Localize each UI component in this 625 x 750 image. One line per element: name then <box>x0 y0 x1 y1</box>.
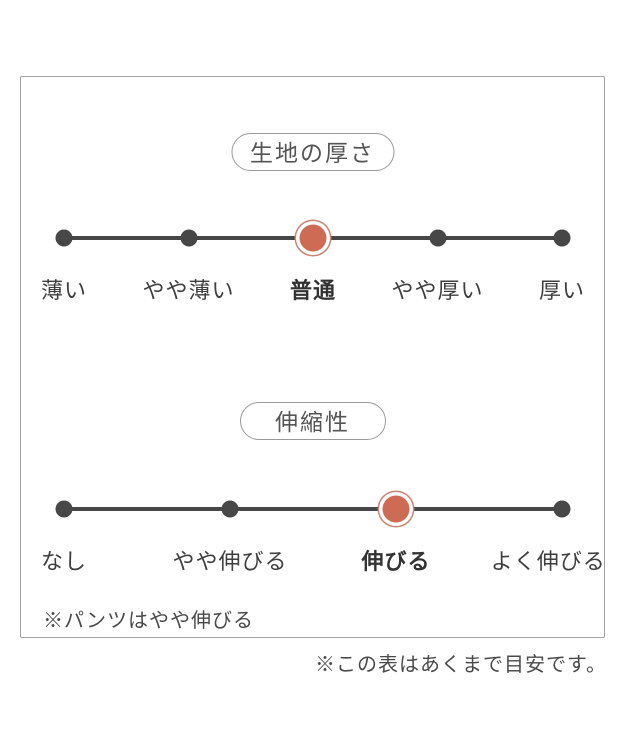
scale-track-fabric-thickness <box>55 224 571 252</box>
scale-label-no-stretch: なし <box>40 549 88 574</box>
scale-dot <box>553 229 571 247</box>
scale-label-normal-selected: 普通 <box>289 278 337 303</box>
selected-marker-dot <box>382 495 410 523</box>
scale-dot <box>553 500 571 518</box>
scale-labels-fabric-thickness: 薄い やや薄い 普通 やや厚い 厚い <box>41 273 584 303</box>
selected-marker-dot <box>299 224 327 252</box>
scale-label-slightly-thin: やや薄い <box>142 278 235 303</box>
scale-dot <box>55 500 73 518</box>
scale-dot <box>221 500 239 518</box>
scale-label-thin: 薄い <box>40 278 88 303</box>
scale-dot <box>429 229 446 247</box>
scale-label-very-stretch: よく伸びる <box>490 549 606 574</box>
scale-dot <box>55 229 73 247</box>
pants-stretch-note: ※パンツはやや伸びる <box>43 610 254 632</box>
spec-chart-frame: 生地の厚さ 薄い やや薄い 普通 やや厚い 厚い 伸縮性 なし やや伸びる 伸び <box>20 76 605 638</box>
scale-label-thick: 厚い <box>538 278 586 303</box>
guideline-disclaimer: ※この表はあくまで目安です。 <box>315 654 607 676</box>
scale-track-stretch <box>55 495 571 523</box>
scale-title-fabric-thickness: 生地の厚さ <box>231 133 394 171</box>
scale-label-slight-stretch: やや伸びる <box>172 549 288 574</box>
scale-title-stretch: 伸縮性 <box>239 402 386 440</box>
scale-label-slightly-thick: やや厚い <box>391 278 484 303</box>
scale-labels-stretch: なし やや伸びる 伸びる よく伸びる <box>41 544 605 574</box>
scale-label-stretch-selected: 伸びる <box>361 549 431 574</box>
scale-dot <box>180 229 197 247</box>
